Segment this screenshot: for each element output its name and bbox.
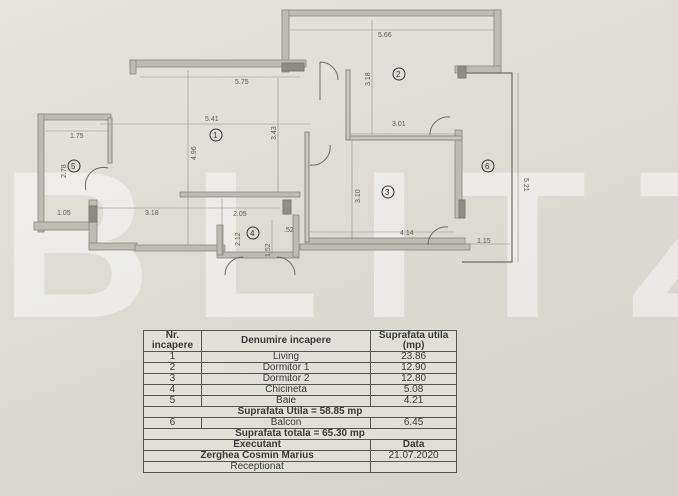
room-1-marker: 1 bbox=[213, 131, 218, 140]
balcony-row: 6 Balcon 6.45 bbox=[143, 417, 457, 429]
floor-plan: 5.66 5.75 5.41 1.75 1.05 3.18 2.05 .52 3… bbox=[33, 9, 529, 276]
row-name: Living bbox=[200, 351, 372, 363]
grand-total: Suprafata totala = 65.30 mp bbox=[143, 428, 457, 440]
row-area: 23.86 bbox=[370, 351, 457, 363]
row-name: Baie bbox=[200, 395, 372, 407]
row-nr: 5 bbox=[143, 395, 202, 407]
row-name: Chicineta bbox=[200, 384, 372, 396]
room-3-marker: 3 bbox=[385, 188, 390, 197]
row-area: 12.80 bbox=[370, 373, 457, 385]
row-nr: 3 bbox=[143, 373, 202, 385]
row-nr: 6 bbox=[143, 417, 202, 429]
executant-label: Executant bbox=[142, 439, 372, 451]
dim-bedroom1-bottom: 3.01 bbox=[392, 121, 406, 128]
room-5-marker: 5 bbox=[71, 162, 76, 171]
header-area: Suprafata utila (mp) bbox=[370, 330, 457, 352]
signature-row: Zerghea Cosmin Marius 21.07.2020 bbox=[142, 450, 457, 462]
table-row: 3 Dormitor 2 12.80 bbox=[143, 373, 457, 385]
row-name: Balcon bbox=[200, 417, 372, 429]
dim-bedroom1-depth: 3.18 bbox=[365, 72, 372, 86]
date-value: 21.07.2020 bbox=[370, 450, 457, 462]
room-2-marker: 2 bbox=[396, 70, 401, 79]
dim-kitchen-inner: 1.52 bbox=[265, 243, 272, 257]
receptionat-blank bbox=[370, 461, 457, 473]
row-name: Dormitor 2 bbox=[200, 373, 372, 385]
dim-balcony-width: 1.15 bbox=[477, 238, 491, 245]
row-nr: 4 bbox=[143, 384, 202, 396]
dim-kitchen-depth: 2.12 bbox=[235, 232, 242, 246]
table-row: 5 Baie 4.21 bbox=[143, 395, 457, 407]
dim-bath-width: 1.75 bbox=[70, 133, 84, 140]
room-area-table: Nr. incapere Denumire incapere Suprafata… bbox=[142, 330, 457, 473]
dim-bedroom2-width: 4.14 bbox=[400, 230, 414, 237]
table-header: Nr. incapere Denumire incapere Suprafata… bbox=[143, 330, 457, 352]
table-row: 1 Living 23.86 bbox=[143, 351, 457, 363]
dim-living-top-width: 5.75 bbox=[235, 79, 249, 86]
room-6-marker: 6 bbox=[485, 162, 490, 171]
dim-living-bottom-width: 3.18 bbox=[145, 210, 159, 217]
dim-bedroom2-depth: 3.10 bbox=[355, 189, 362, 203]
header-name: Denumire incapere bbox=[200, 330, 372, 352]
dim-living-right-depth: 3.43 bbox=[271, 126, 278, 140]
dim-bath-depth: 2.78 bbox=[61, 164, 68, 178]
dim-living-depth: 4.96 bbox=[191, 146, 198, 160]
row-nr: 2 bbox=[143, 362, 202, 374]
receptionat-label: Receptionat bbox=[142, 461, 372, 473]
dim-living-width: 5.41 bbox=[205, 116, 219, 123]
signature-header-row: Executant Data bbox=[142, 439, 457, 451]
table-row: 2 Dormitor 1 12.90 bbox=[143, 362, 457, 374]
useful-total-row: Suprafata Utila = 58.85 mp bbox=[143, 406, 457, 418]
useful-total: Suprafata Utila = 58.85 mp bbox=[143, 406, 457, 418]
dim-balcony-length: 5.21 bbox=[522, 178, 529, 192]
dim-kitchen-width: 2.05 bbox=[233, 211, 247, 218]
row-name: Dormitor 1 bbox=[200, 362, 372, 374]
row-nr: 1 bbox=[143, 351, 202, 363]
row-area: 4.21 bbox=[370, 395, 457, 407]
table-row: 4 Chicineta 5.08 bbox=[143, 384, 457, 396]
receptionat-row: Receptionat bbox=[142, 461, 457, 473]
dim-kitchen-small: .52 bbox=[284, 227, 294, 234]
executant-name: Zerghea Cosmin Marius bbox=[142, 450, 372, 462]
dim-bath-small-width: 1.05 bbox=[57, 210, 71, 217]
dim-bedroom1-width: 5.66 bbox=[378, 32, 392, 39]
header-nr: Nr. incapere bbox=[143, 330, 202, 352]
grand-total-row: Suprafata totala = 65.30 mp bbox=[143, 428, 457, 440]
row-area: 12.90 bbox=[370, 362, 457, 374]
room-4-marker: 4 bbox=[250, 229, 255, 238]
date-label: Data bbox=[370, 439, 457, 451]
row-area: 6.45 bbox=[370, 417, 457, 429]
row-area: 5.08 bbox=[370, 384, 457, 396]
